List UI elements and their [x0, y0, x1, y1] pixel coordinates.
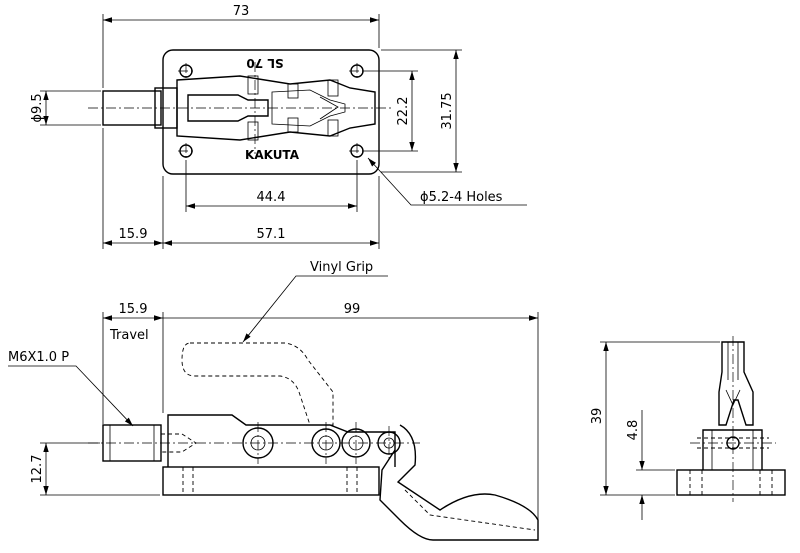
dim-base-thickness: 4.8: [626, 420, 641, 441]
dim-hole-spacing-x: 44.4: [257, 190, 286, 205]
brand-mark: KAKUTA: [245, 148, 300, 162]
dim-total-length: 99: [344, 302, 361, 317]
model-mark: SL 70: [246, 56, 283, 70]
top-view: [88, 49, 392, 175]
dim-total-height: 39: [590, 408, 605, 425]
dim-plunger-dia: ϕ9.5: [30, 93, 45, 122]
dim-overall-length: 73: [233, 4, 250, 19]
dim-travel-value: 15.9: [119, 302, 148, 317]
dim-base-width: 31.75: [440, 92, 455, 129]
side-view: [676, 336, 786, 502]
side-view-dimensions: [600, 341, 720, 520]
dim-plunger-offset: 15.9: [119, 227, 148, 242]
label-vinyl-grip: Vinyl Grip: [310, 260, 373, 275]
label-holes: ϕ5.2-4 Holes: [420, 190, 503, 205]
dim-plunger-height: 12.7: [30, 455, 45, 484]
label-thread: M6X1.0 P: [8, 350, 69, 365]
label-travel: Travel: [109, 328, 149, 343]
top-view-dimensions: [40, 14, 527, 249]
front-view-dimensions: [8, 275, 539, 520]
dim-base-length: 57.1: [257, 227, 286, 242]
front-view: [88, 342, 539, 541]
dim-hole-spacing-y: 22.2: [396, 97, 411, 126]
